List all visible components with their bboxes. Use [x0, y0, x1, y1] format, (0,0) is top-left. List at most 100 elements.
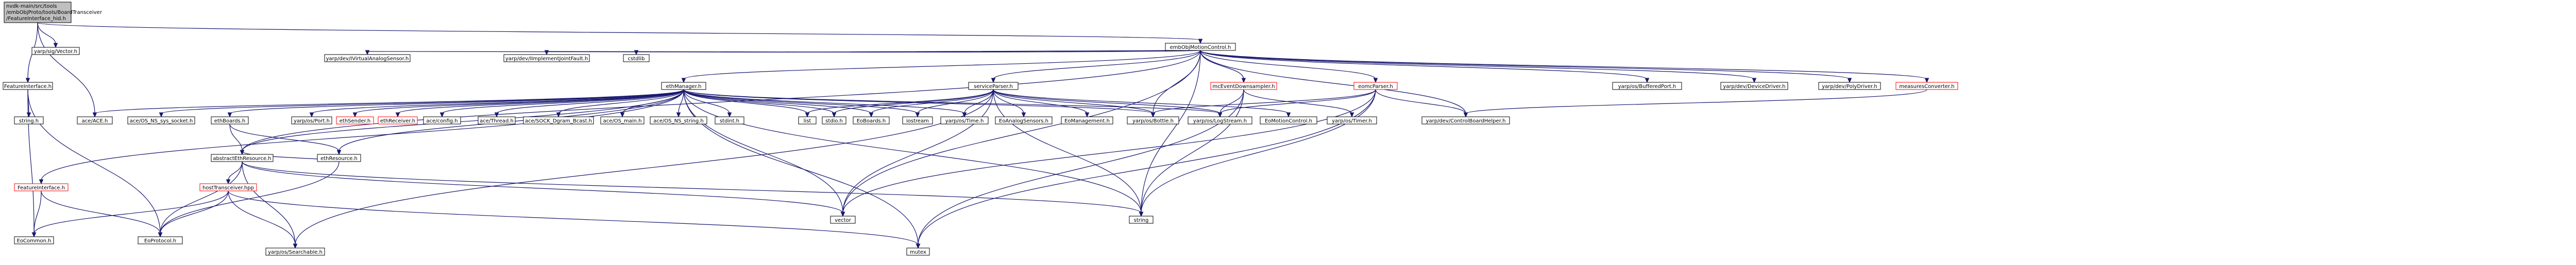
node-ethmanager-h[interactable]: ethManager.h: [661, 82, 706, 90]
node-yarp-sig-vector-h[interactable]: yarp/sig/Vector.h: [31, 47, 80, 55]
node-ethsender-h[interactable]: ethSender.h: [336, 116, 374, 125]
node-box: [650, 116, 707, 125]
node-eoprotocol-h[interactable]: EoProtocol.h: [138, 236, 183, 244]
node-yarp-os-searchable-h[interactable]: yarp/os/Searchable.h: [265, 248, 325, 256]
node-vector[interactable]: vector: [830, 216, 856, 224]
node-eomotioncontrol-h[interactable]: EoMotionControl.h: [1260, 116, 1317, 125]
node-box: [1895, 82, 1958, 90]
node-yarp-dev-iimplementjointfault-h[interactable]: yarp/dev/IImplementJointFault.h: [503, 54, 590, 62]
edge-arrowhead: [39, 179, 44, 185]
node-ethboards-h[interactable]: ethBoards.h: [211, 116, 249, 125]
node-box: [822, 116, 846, 125]
node-yarp-os-logstream-h[interactable]: yarp/os/LogStream.h: [1188, 116, 1252, 125]
node-box: [423, 116, 461, 125]
node-measuresconverter-h[interactable]: measuresConverter.h: [1895, 82, 1958, 90]
node-hosttransceiver-hpp[interactable]: hostTransceiver.hpp: [199, 183, 257, 191]
node-ace-os-main-h[interactable]: ace/OS_main.h: [600, 116, 645, 125]
node-yarp-dev-ivirtualanalogsensor-h[interactable]: yarp/dev/IVirtualAnalogSensor.h: [324, 54, 411, 62]
dependency-edge: [842, 89, 1376, 214]
edge-arrowhead: [869, 112, 874, 118]
node-label: ethReceiver.h: [380, 118, 415, 124]
node-box: [1127, 116, 1179, 125]
node-ace-os-ns-string-h[interactable]: ace/OS_NS_string.h: [650, 116, 707, 125]
node-ethreceiver-h[interactable]: ethReceiver.h: [378, 116, 418, 125]
node-serviceparser-h[interactable]: serviceParser.h: [968, 82, 1019, 90]
node-stdio-h[interactable]: stdio.h: [822, 116, 846, 125]
edge-arrowhead: [1373, 78, 1378, 83]
node-ace-thread-h[interactable]: ace/Thread.h: [478, 116, 516, 125]
node-box: [600, 116, 645, 125]
dependency-edge: [37, 22, 1201, 41]
edge-arrowhead: [53, 43, 58, 48]
node-mceventdownsampler-h[interactable]: mcEventDownsampler.h: [1210, 82, 1277, 90]
node-box: [968, 82, 1019, 90]
node-eomanagement-h[interactable]: EoManagement.h: [1061, 116, 1113, 125]
node-ace-ace-h[interactable]: ace/ACE.h: [77, 116, 113, 125]
dependency-edge: [94, 89, 684, 114]
node-ace-os-ns-sys-socket-h[interactable]: ace/OS_NS_sys_socket.h: [127, 116, 195, 125]
node-yarp-dev-controlboardhelper-h[interactable]: yarp/dev/ControlBoardHelper.h: [1421, 116, 1510, 125]
node-iostream[interactable]: iostream: [902, 116, 933, 125]
dependency-edge: [993, 89, 1142, 214]
node-label: ethBoards.h: [214, 118, 246, 124]
node-label: yarp/os/Searchable.h: [268, 250, 323, 255]
edge-arrowhead: [1139, 211, 1144, 217]
node-eomcparser-h[interactable]: eomcParser.h: [1353, 82, 1398, 90]
node-mutex[interactable]: mutex: [906, 248, 930, 256]
edge-arrowhead: [676, 112, 681, 118]
dependency-edge: [161, 89, 684, 114]
node-box: [1061, 116, 1113, 125]
dependency-edge: [683, 89, 808, 114]
node-yarp-os-bufferedport-h[interactable]: yarp/os/BufferedPort.h: [1612, 82, 1682, 90]
node-yarp-os-time-h[interactable]: yarp/os/Time.h: [940, 116, 989, 125]
node-featureinterface-h[interactable]: FeatureInterface.h: [3, 82, 53, 90]
node-box: [623, 54, 650, 62]
node-abstractethresource-h[interactable]: abstractEthResource.h: [211, 154, 274, 162]
node-box: [1720, 82, 1788, 90]
node-yarp-os-port-h[interactable]: yarp/os/Port.h: [291, 116, 332, 125]
dependency-edge: [442, 89, 684, 114]
edge-arrowhead: [634, 50, 639, 56]
node-embobjmotioncontrol-h[interactable]: embObjMotionControl.h: [1165, 43, 1236, 51]
node-cstdlib[interactable]: cstdlib: [623, 54, 650, 62]
dependency-edge: [683, 89, 730, 114]
node-ace-sock-dgram-bcast-h[interactable]: ace/SOCK_Dgram_Bcast.h: [523, 116, 594, 125]
dependency-edge: [993, 89, 1088, 114]
node-featureinterface-h[interactable]: FeatureInterface.h: [14, 183, 69, 191]
node-label: yarp/os/Port.h: [294, 118, 330, 124]
edge-arrowhead: [1645, 78, 1650, 83]
node-eoboards-h[interactable]: EoBoards.h: [853, 116, 890, 125]
node-eocommon-h[interactable]: EoCommon.h: [14, 236, 54, 244]
node-ace-config-h[interactable]: ace/config.h: [423, 116, 461, 125]
node-yarp-dev-polydriver-h[interactable]: yarp/dev/PolyDriver.h: [1818, 82, 1881, 90]
dependency-edge: [242, 50, 1201, 152]
node-box: [1129, 216, 1154, 224]
node-string[interactable]: string: [1129, 216, 1154, 224]
graph-edges: [25, 22, 1929, 249]
node-yarp-dev-devicedriver-h[interactable]: yarp/dev/DeviceDriver.h: [1720, 82, 1788, 90]
node-label: yarp/dev/IVirtualAnalogSensor.h: [326, 56, 409, 62]
node-list[interactable]: list: [798, 116, 817, 125]
node-ethresource-h[interactable]: ethResource.h: [317, 154, 361, 162]
node-eoanalogsensors-h[interactable]: EoAnalogSensors.h: [995, 116, 1053, 125]
node-nvdk-main-src-tools-embobjproto-tools-boardtransceiver-featureinterface-hid-h[interactable]: nvdk-main/src/tools/embObjProto/tools/Bo…: [4, 2, 103, 23]
node-yarp-os-bottle-h[interactable]: yarp/os/Bottle.h: [1127, 116, 1179, 125]
edge-arrowhead: [309, 112, 314, 118]
edge-arrowhead: [1150, 112, 1156, 118]
dependency-edge: [229, 123, 243, 152]
dependency-edge: [160, 161, 340, 234]
dependency-edge: [807, 89, 994, 114]
node-yarp-os-timer-h[interactable]: yarp/os/Timer.h: [1327, 116, 1377, 125]
dependency-edge: [683, 89, 1142, 214]
node-label: yarp/os/Bottle.h: [1132, 118, 1174, 124]
dependency-edge: [1200, 50, 1927, 80]
dependency-edge: [1141, 89, 1376, 214]
node-label: abstractEthResource.h: [213, 156, 271, 162]
node-string-h[interactable]: string.h: [14, 116, 44, 125]
dependency-edge: [41, 89, 684, 181]
node-stdint-h[interactable]: stdint.h: [715, 116, 744, 125]
node-label: EoMotionControl.h: [1265, 118, 1312, 124]
dependency-edge: [37, 22, 95, 114]
node-box: [31, 47, 80, 55]
node-box: [336, 116, 374, 125]
